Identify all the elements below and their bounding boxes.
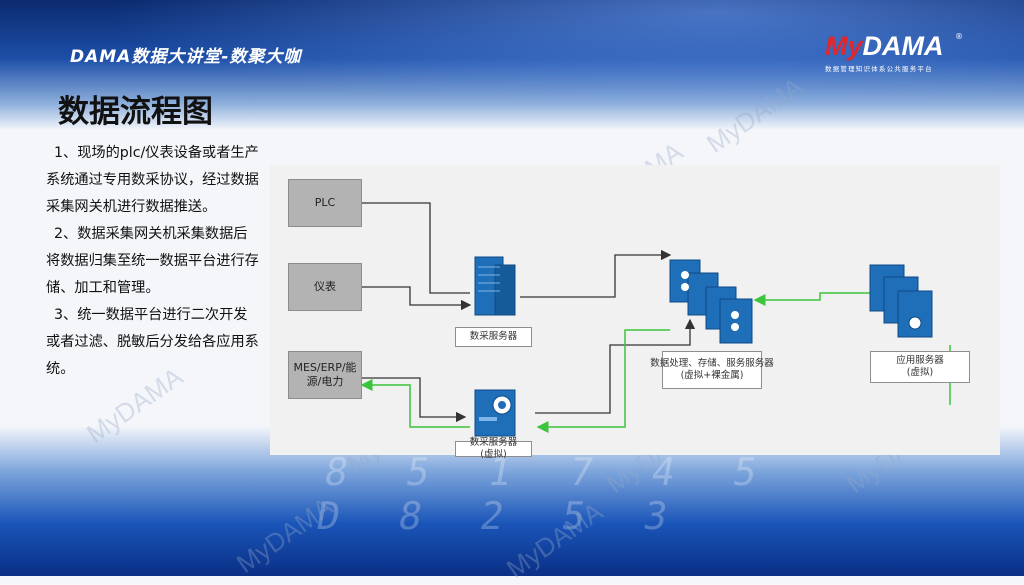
source-mes-erp: MES/ERP/能源/电力 [288,351,362,399]
mydama-logo: MyDAMA ® 数据管理知识体系公共服务平台 [825,32,965,82]
slide-subtitle: DAMA数据大讲堂-数聚大咖 [70,47,302,67]
virtual-collector-icon [474,389,516,437]
background-digits: 8 5 1 7 4 5 D 8 2 5 3 [313,450,779,538]
line-plc [360,202,470,294]
line-bottom-cluster [535,318,696,414]
line-collector-cluster [520,249,672,298]
registered-mark: ® [955,32,963,41]
data-cluster-icon [669,259,753,344]
logo-my-text: My [825,31,863,61]
line-app-cluster [753,292,870,306]
flow-lines [360,202,951,437]
data-cluster-label: 数据处理、存储、服务服务器 (虚拟+裸金属) [650,351,774,389]
page-title: 数据流程图 [58,94,213,130]
description-item-3: 3、统一数据平台进行二次开发或者过滤、脱敏后分发给各应用系统。 [46,307,259,377]
logo-dama-text: DAMA [862,31,944,61]
collector-server-icon [474,256,516,316]
app-server-label: 应用服务器 (虚拟) [870,351,970,383]
app-server-icon [869,264,933,338]
source-plc: PLC [288,179,362,227]
line-collector-mes [360,379,470,428]
description-item-1: 1、现场的plc/仪表设备或者生产系统通过专用数采协议，经过数据采集网关机进行数… [46,145,259,215]
collector-label: 数采服务器 [455,327,532,347]
data-flow-diagram: PLC 仪表 MES/ERP/能源/电力 数采服务器 数采服务器 (虚拟) 数据… [270,165,1000,460]
description-text: 1、现场的plc/仪表设备或者生产系统通过专用数采协议，经过数据采集网关机进行数… [46,140,261,383]
source-meter: 仪表 [288,263,362,311]
description-item-2: 2、数据采集网关机采集数据后将数据归集至统一数据平台进行存储、加工和管理。 [46,226,259,296]
virtual-collector-label: 数采服务器 (虚拟) [455,437,532,460]
line-cluster-bottom [536,329,670,433]
header-glow [0,0,1024,130]
line-mes-collector [360,377,467,423]
logo-tagline: 数据管理知识体系公共服务平台 [825,65,933,73]
line-meter [360,286,472,311]
